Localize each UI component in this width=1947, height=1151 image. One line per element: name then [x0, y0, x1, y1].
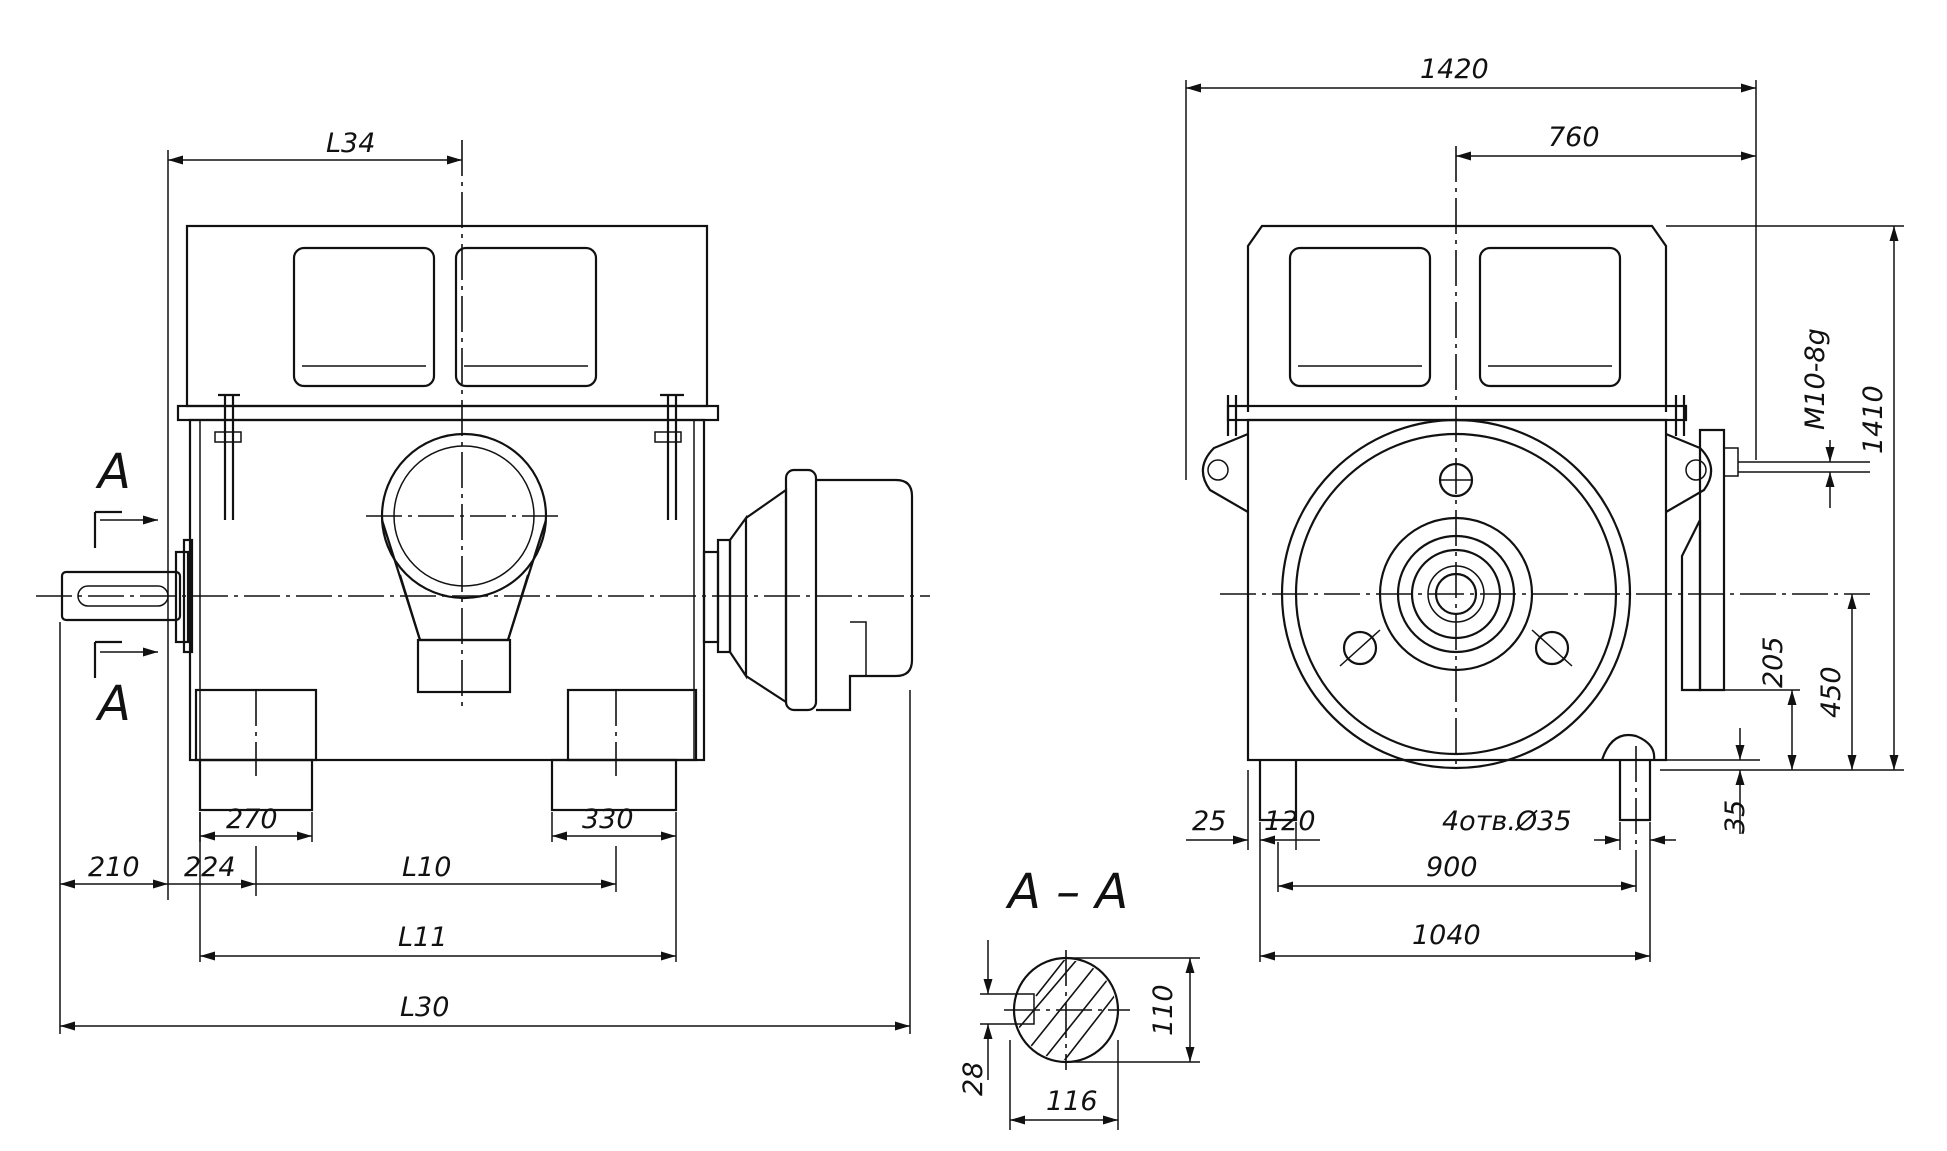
drive-housing — [784, 468, 818, 712]
terminal-box-right — [454, 246, 598, 388]
section-mark-top: A — [95, 444, 131, 500]
bolt-note: M10-8g — [1800, 328, 1831, 430]
dim-205: 205 — [1758, 636, 1789, 688]
side-view: 1420 760 1410 450 205 35 M10-8g 25 120 — [1185, 54, 1904, 962]
side-body — [1246, 418, 1668, 762]
foot-right-pad — [566, 688, 698, 762]
side-terminal-box-right — [1478, 246, 1622, 388]
dim-l34: L34 — [326, 128, 375, 159]
side-terminal-box-left — [1288, 246, 1432, 388]
top-housing — [185, 224, 709, 408]
mounting-plate — [176, 404, 720, 422]
dim-330: 330 — [582, 804, 634, 835]
dim-35: 35 — [1720, 800, 1751, 834]
dim-116: 116 — [1046, 1086, 1098, 1117]
motor-body — [188, 418, 706, 762]
foot-right — [550, 758, 678, 812]
dim-270: 270 — [226, 804, 278, 835]
dim-760: 760 — [1548, 122, 1600, 153]
dim-28: 28 — [958, 1062, 989, 1096]
dim-900: 900 — [1426, 852, 1478, 883]
dim-1040: 1040 — [1412, 920, 1481, 951]
section-title: A – A — [1005, 864, 1128, 920]
dim-l30: L30 — [400, 992, 449, 1023]
section-mark-bottom: A — [95, 676, 131, 732]
dim-25: 25 — [1192, 806, 1226, 837]
dim-1410: 1410 — [1858, 385, 1889, 454]
terminal-box-left — [292, 246, 436, 388]
side-top-housing — [1246, 224, 1668, 412]
dim-l11: L11 — [398, 922, 447, 953]
dim-120: 120 — [1264, 806, 1316, 837]
dim-l10: L10 — [402, 852, 451, 883]
section-view: A – A 110 116 28 — [958, 864, 1200, 1130]
dim-110: 110 — [1148, 984, 1179, 1036]
holes-note: 4отв.Ø35 — [1442, 806, 1572, 837]
dim-1420: 1420 — [1420, 54, 1489, 85]
front-view: A A L34 270 330 210 224 L10 L11 L30 — [36, 128, 930, 1034]
dim-224: 224 — [184, 852, 236, 883]
dim-450: 450 — [1816, 666, 1847, 718]
dim-210: 210 — [88, 852, 140, 883]
